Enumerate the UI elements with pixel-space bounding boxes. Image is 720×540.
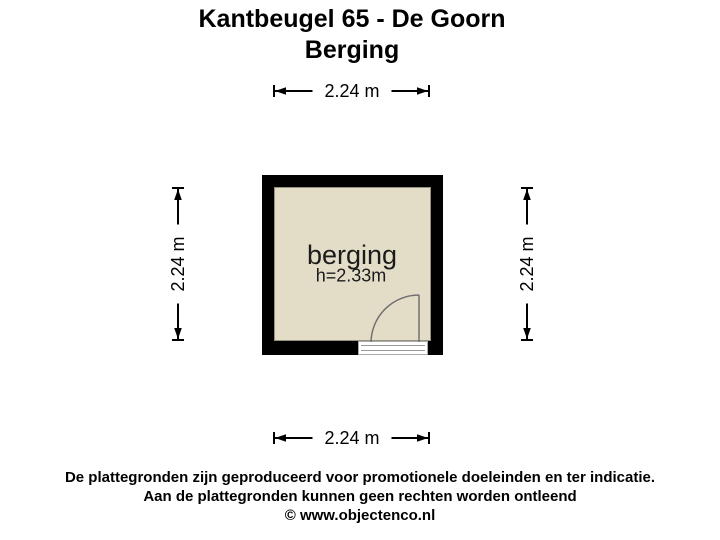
door-threshold [358,341,428,355]
page-title: Kantbeugel 65 - De Goorn [198,5,506,33]
dimension-top-label: 2.24 m [312,79,392,103]
dimension-right-label: 2.24 m [515,224,539,304]
threshold-line [361,350,425,351]
room-height-label: h=2.33m [315,265,387,286]
page-subtitle: Berging [304,36,400,64]
disclaimer-line-2: Aan de plattegronden kunnen geen rechten… [143,488,577,505]
footer-disclaimer: De plattegronden zijn geproduceerd voor … [0,468,720,525]
dimension-left-label: 2.24 m [166,224,190,304]
room-name-label: berging [306,240,398,270]
disclaimer-line-1: De plattegronden zijn geproduceerd voor … [64,469,656,486]
dimension-bottom-label: 2.24 m [312,426,392,450]
threshold-line [361,345,425,346]
copyright-line: © www.objectenco.nl [284,507,436,524]
